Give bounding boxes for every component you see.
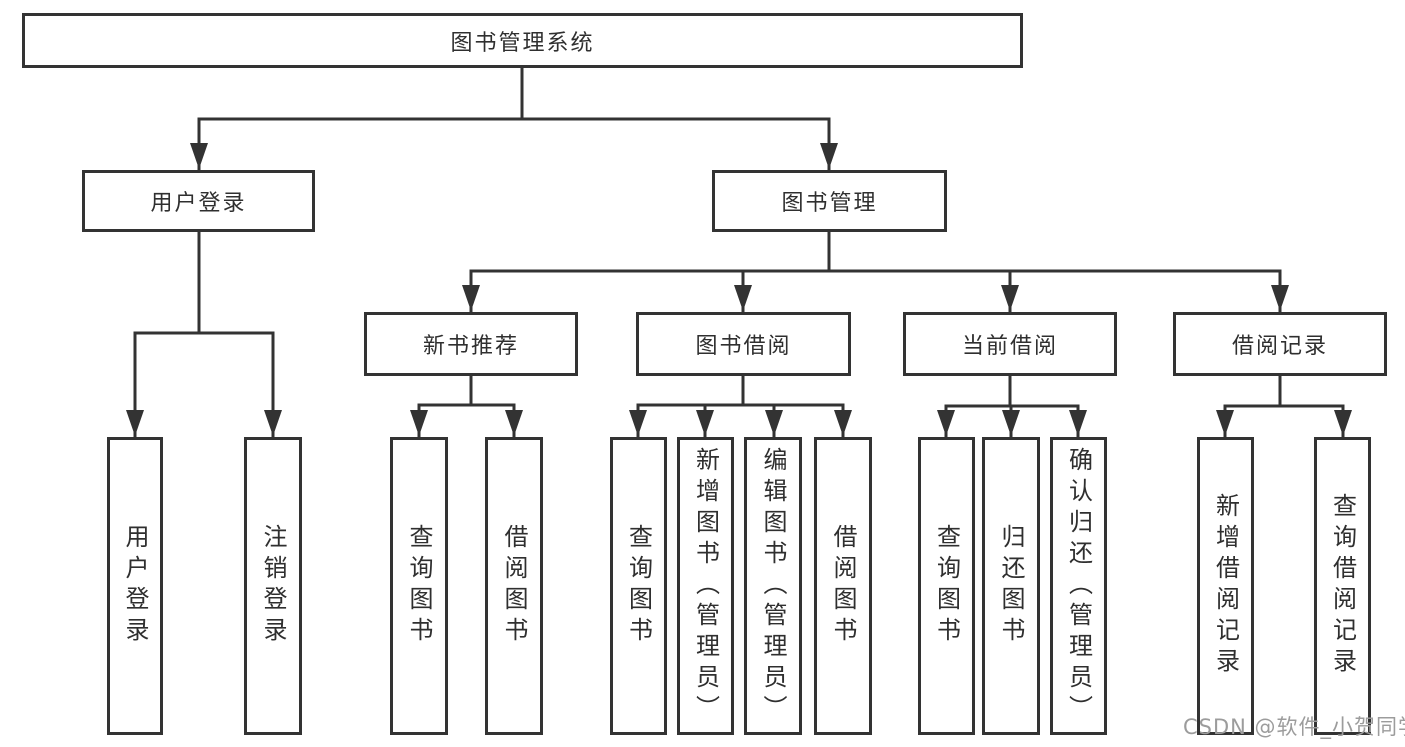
leaf-logout: 注销登录 (244, 437, 302, 735)
arrowhead-icon (1216, 410, 1234, 436)
leaf-logout-label: 注销登录 (259, 524, 287, 648)
arrowhead-icon (1002, 410, 1020, 436)
leaf-cur-confirm-return-label: 确认归还（管理员） (1064, 446, 1093, 726)
leaf-bor-add-books-label: 新增图书（管理员） (691, 446, 720, 726)
node-book-mgmt: 图书管理 (712, 170, 947, 232)
leaf-user-login-label: 用户登录 (121, 524, 149, 648)
node-current-borrow-label: 当前借阅 (961, 334, 1058, 359)
leaf-bor-borrow-books: 借阅图书 (814, 437, 872, 735)
node-root-label: 图书管理系统 (450, 30, 595, 56)
leaf-cur-return-books: 归还图书 (982, 437, 1040, 735)
arrowhead-icon (1069, 410, 1087, 436)
node-user-login-label: 用户登录 (150, 191, 247, 216)
leaf-recd-query-record: 查询借阅记录 (1314, 437, 1371, 735)
connector-lines (133, 68, 1345, 437)
arrowhead-icon (820, 143, 838, 169)
arrowhead-icon (1001, 285, 1019, 311)
connector-borrowrecords-children (1223, 404, 1345, 437)
leaf-rec-query-books: 查询图书 (390, 437, 448, 735)
node-book-borrow-label: 图书借阅 (695, 334, 792, 359)
leaf-cur-query-books-label: 查询图书 (932, 524, 961, 648)
leaf-bor-query-books-label: 查询图书 (624, 524, 653, 648)
leaf-recd-add-record: 新增借阅记录 (1197, 437, 1254, 735)
node-borrow-records: 借阅记录 (1173, 312, 1387, 376)
arrowhead-icon (937, 410, 955, 436)
leaf-bor-edit-books-label: 编辑图书（管理员） (759, 446, 787, 726)
connector-bookborrow-children (636, 403, 845, 437)
leaf-bor-add-books: 新增图书（管理员） (677, 437, 734, 735)
connector-newbookrec-children (417, 403, 516, 437)
arrowhead-icon (462, 285, 480, 311)
csdn-watermark: CSDN @软件_小贺同学 (1183, 715, 1405, 739)
arrowhead-icon (264, 410, 282, 436)
connector-level1 (197, 117, 831, 170)
arrowhead-icon (765, 410, 783, 436)
connector-level2 (469, 269, 1282, 312)
arrowhead-icon (696, 410, 714, 436)
node-root: 图书管理系统 (22, 13, 1023, 68)
leaf-recd-add-record-label: 新增借阅记录 (1211, 493, 1240, 679)
node-user-login: 用户登录 (82, 170, 315, 232)
leaf-rec-borrow-books: 借阅图书 (485, 437, 543, 735)
arrowhead-icon (190, 143, 208, 169)
arrowhead-icon (1271, 285, 1289, 311)
node-new-book-rec-label: 新书推荐 (422, 334, 519, 359)
arrowhead-icon (734, 285, 752, 311)
arrowhead-icon (1334, 410, 1352, 436)
arrowhead-icon (505, 410, 523, 436)
node-borrow-records-label: 借阅记录 (1231, 334, 1328, 359)
leaf-rec-query-books-label: 查询图书 (405, 524, 433, 648)
connector-userlogin-children (133, 331, 275, 437)
node-current-borrow: 当前借阅 (903, 312, 1117, 376)
leaf-cur-return-books-label: 归还图书 (997, 524, 1025, 648)
arrowhead-icon (126, 410, 144, 436)
leaf-bor-edit-books: 编辑图书（管理员） (744, 437, 802, 735)
node-new-book-rec: 新书推荐 (364, 312, 578, 376)
leaf-recd-query-record-label: 查询借阅记录 (1328, 493, 1357, 679)
arrowheads (126, 143, 1352, 436)
node-book-mgmt-label: 图书管理 (781, 191, 878, 216)
leaf-cur-query-books: 查询图书 (918, 437, 975, 735)
arrowhead-icon (629, 410, 647, 436)
leaf-user-login: 用户登录 (107, 437, 163, 735)
arrowhead-icon (834, 410, 852, 436)
leaf-bor-borrow-books-label: 借阅图书 (829, 524, 857, 648)
node-book-borrow: 图书借阅 (636, 312, 851, 376)
leaf-bor-query-books: 查询图书 (610, 437, 667, 735)
leaf-rec-borrow-books-label: 借阅图书 (500, 524, 528, 648)
arrowhead-icon (410, 410, 428, 436)
leaf-cur-confirm-return: 确认归还（管理员） (1050, 437, 1107, 735)
